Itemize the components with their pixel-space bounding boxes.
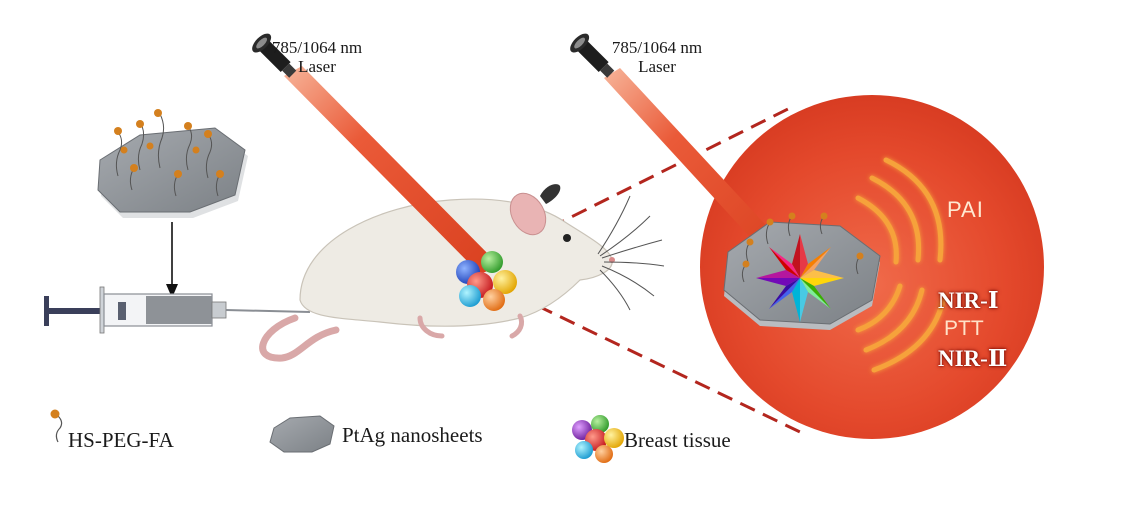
star-burst-icon: [756, 234, 844, 322]
legend-tissue-label: Breast tissue: [624, 428, 731, 453]
laser-label-right-line1: 785/1064 nm: [602, 38, 712, 57]
ptt-label: PTT: [944, 317, 984, 341]
nanosheet-with-ligands-icon: [98, 109, 248, 218]
laser-label-left-line1: 785/1064 nm: [262, 38, 372, 57]
syringe-icon: [44, 287, 310, 333]
legend-breast-tissue-icon: [572, 415, 624, 463]
legend-peg-label: HS-PEG-FA: [68, 428, 174, 453]
laser-label-right: 785/1064 nm Laser: [602, 38, 712, 76]
legend-nanosheet-icon: [270, 416, 334, 452]
pai-label: PAI: [947, 197, 984, 223]
laser-label-right-line2: Laser: [602, 57, 712, 76]
laser-label-left-line2: Laser: [262, 57, 372, 76]
peg-ligand-icon: [51, 410, 62, 443]
nir-1-label: NIR-Ⅰ: [938, 287, 999, 314]
down-arrow-icon: [166, 222, 178, 298]
laser-label-left: 785/1064 nm Laser: [262, 38, 372, 76]
nir-2-label: NIR-Ⅱ: [938, 345, 1007, 372]
legend-nanosheet-label: PtAg nanosheets: [342, 423, 483, 448]
